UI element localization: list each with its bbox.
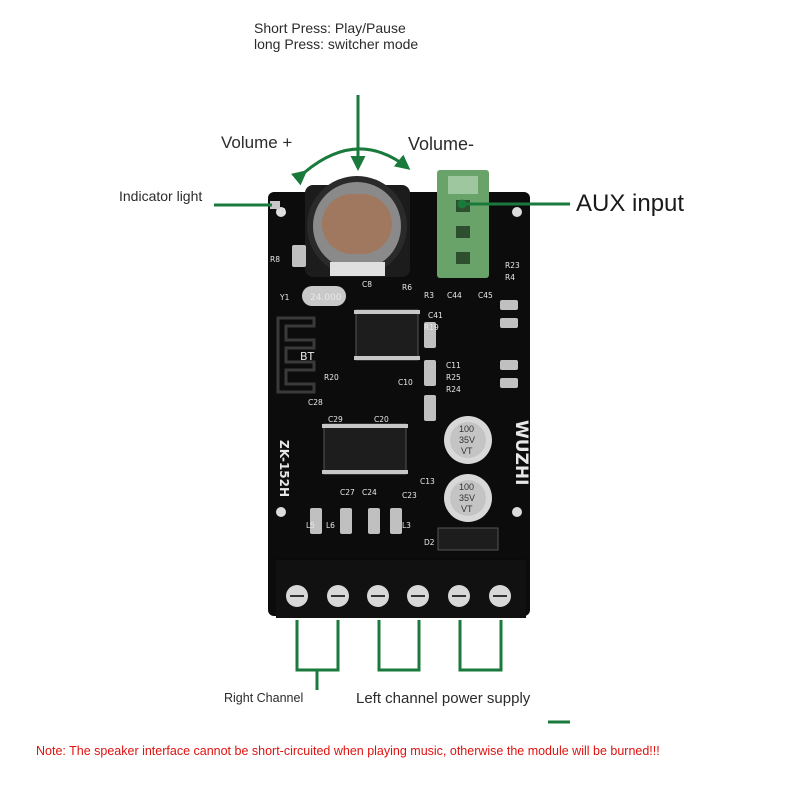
svg-text:R3: R3: [424, 291, 434, 300]
svg-text:C11: C11: [446, 361, 461, 370]
crystal: [302, 286, 346, 306]
svg-text:R20: R20: [324, 373, 339, 382]
svg-text:R6: R6: [402, 283, 412, 292]
ic-chips: [322, 309, 420, 475]
svg-text:R8: R8: [270, 255, 280, 264]
indicator-light-label: Indicator light: [119, 188, 203, 204]
svg-text:C10: C10: [398, 378, 413, 387]
svg-text:C41: C41: [428, 311, 443, 320]
capacitors: [444, 416, 492, 522]
svg-text:R25: R25: [446, 373, 461, 382]
indicator-led: [270, 201, 280, 209]
svg-text:C27: C27: [340, 488, 355, 497]
long-press-label: long Press: switcher mode: [254, 36, 419, 52]
svg-text:C28: C28: [308, 398, 323, 407]
annotation-lines: [214, 95, 570, 724]
bt-antenna: [276, 316, 316, 394]
diode: [437, 527, 499, 551]
svg-text:L6: L6: [326, 521, 335, 530]
brand-label: WUZHI: [511, 420, 531, 485]
svg-text:R23: R23: [505, 261, 520, 270]
svg-text:R24: R24: [446, 385, 461, 394]
svg-text:C29: C29: [328, 415, 343, 424]
svg-text:C13: C13: [420, 477, 435, 486]
svg-text:D1: D1: [276, 207, 287, 216]
svg-text:C20: C20: [374, 415, 389, 424]
model-label: ZK-152H: [277, 440, 291, 497]
cap1-text-3: VT: [461, 446, 473, 456]
svg-text:R4: R4: [505, 273, 515, 282]
cap1-text-1: 100: [459, 424, 474, 434]
bt-label: BT: [300, 350, 315, 363]
crystal-label: 24.000: [310, 293, 342, 303]
svg-text:C44: C44: [447, 291, 462, 300]
silk-labels: Y1 C8 R6 R3 C44 C45 R23 R4 C41 R19 C11 R…: [270, 207, 520, 547]
volume-plus-label: Volume +: [221, 133, 293, 152]
svg-text:D2: D2: [424, 538, 435, 547]
svg-text:Y1: Y1: [279, 293, 290, 302]
volume-minus-label: Volume-: [408, 134, 475, 154]
aux-jack: [437, 170, 489, 278]
short-press-label: Short Press: Play/Pause: [254, 20, 406, 36]
aux-input-label: AUX input: [576, 190, 685, 217]
svg-text:C23: C23: [402, 491, 417, 500]
right-channel-label: Right Channel: [224, 691, 304, 705]
cap1-text-2: 35V: [459, 435, 475, 445]
svg-text:C24: C24: [362, 488, 377, 497]
svg-text:C8: C8: [362, 280, 372, 289]
smd-components: [292, 245, 518, 534]
cap2-text-1: 100: [459, 482, 474, 492]
terminal-block: [276, 560, 526, 618]
svg-text:C45: C45: [478, 291, 493, 300]
left-channel-power-label: Left channel power supply: [356, 690, 531, 707]
cap2-text-3: VT: [461, 504, 473, 514]
svg-text:L3: L3: [402, 521, 411, 530]
warning-note: Note: The speaker interface cannot be sh…: [36, 744, 660, 758]
rotary-knob: [305, 176, 410, 277]
svg-text:L5: L5: [306, 521, 315, 530]
cap2-text-2: 35V: [459, 493, 475, 503]
svg-text:R19: R19: [424, 323, 439, 332]
